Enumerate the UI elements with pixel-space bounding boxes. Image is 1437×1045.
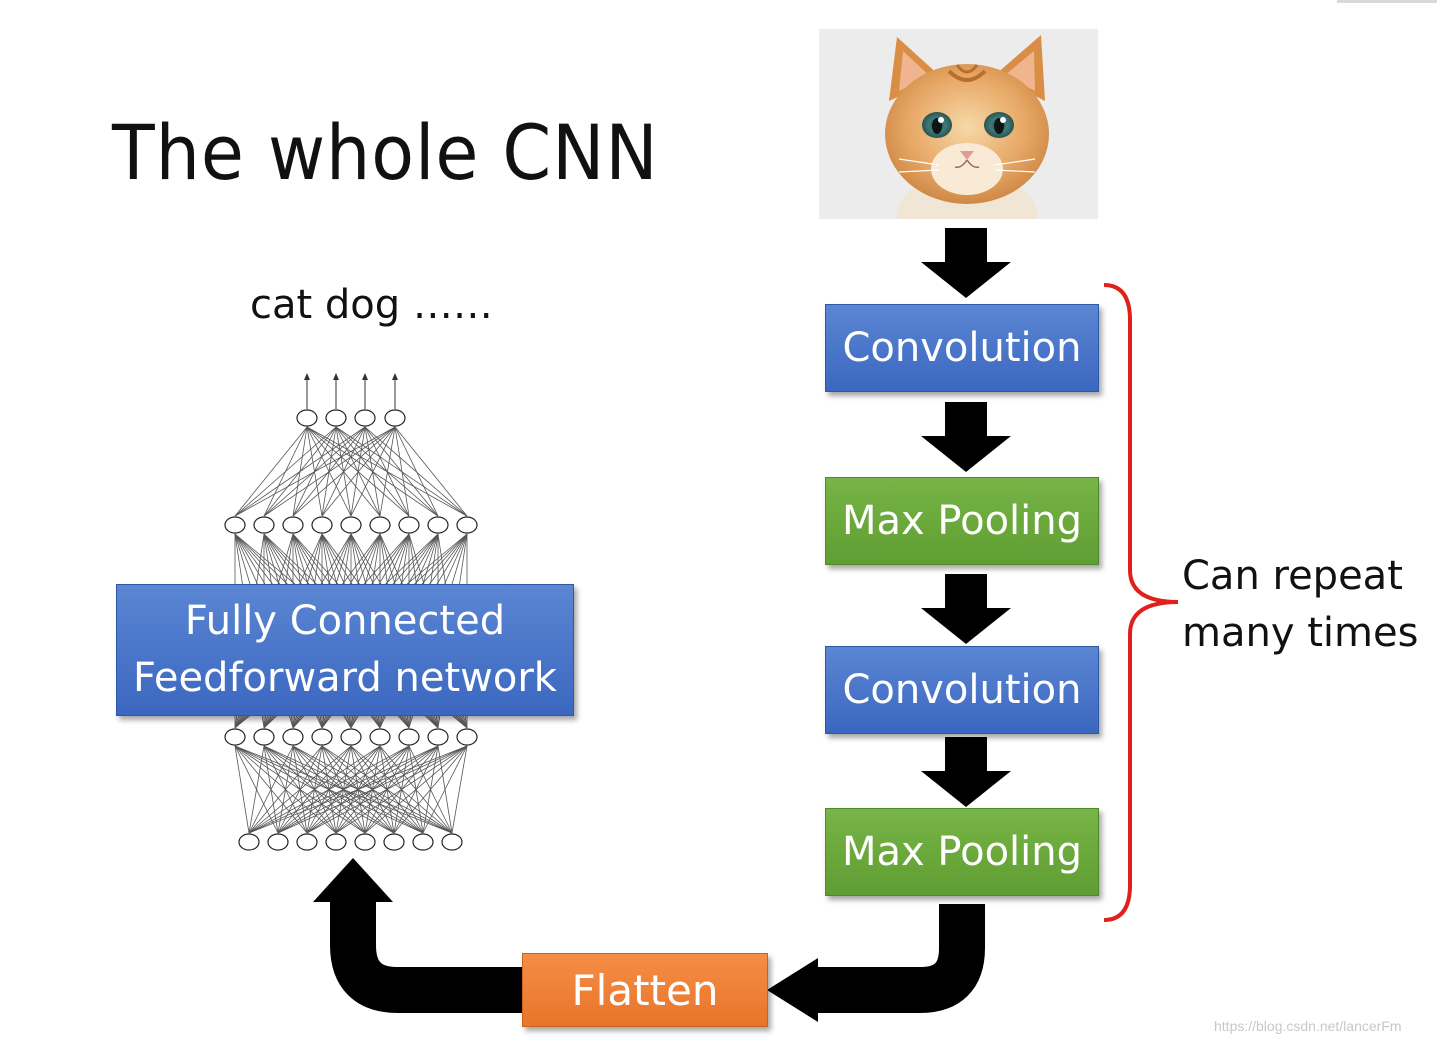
convolution-layer-2: Convolution [825, 646, 1099, 734]
nn-connection [277, 745, 468, 834]
nn-connection [263, 426, 396, 517]
down-arrow-image-to-conv [921, 228, 1011, 298]
nn-neuron [354, 409, 376, 427]
nn-connection [422, 745, 468, 834]
nn-connection [306, 745, 468, 834]
nn-connection [248, 745, 381, 834]
nn-neuron [354, 833, 376, 851]
nn-neuron [282, 516, 304, 534]
nn-neuron [325, 409, 347, 427]
nn-connection [451, 745, 468, 834]
nn-neuron [224, 728, 246, 746]
nn-neuron [267, 833, 289, 851]
max-pooling-layer-2: Max Pooling [825, 808, 1099, 896]
nn-neuron [369, 516, 391, 534]
nn-neuron [456, 516, 478, 534]
nn-connection [335, 745, 468, 834]
nn-connection [379, 426, 396, 517]
top-edge-bar [1337, 0, 1437, 3]
nn-connection [292, 426, 396, 517]
nn-neuron [224, 516, 246, 534]
down-arrow-conv-to-pool-1 [921, 402, 1011, 472]
nn-output-arrowhead [304, 373, 310, 380]
nn-neuron [238, 833, 260, 851]
nn-connection [364, 426, 468, 517]
nn-connection [393, 745, 468, 834]
nn-neuron [340, 728, 362, 746]
nn-neuron [369, 728, 391, 746]
nn-neuron [427, 516, 449, 534]
slide-title: The whole CNN [112, 108, 659, 197]
nn-connection [248, 745, 439, 834]
nn-neuron [456, 728, 478, 746]
nn-neuron [325, 833, 347, 851]
nn-connection [321, 426, 396, 517]
nn-neuron [253, 516, 275, 534]
nn-neuron [412, 833, 434, 851]
fc-label-line1: Fully Connected [184, 598, 506, 644]
nn-output-arrowhead [392, 373, 398, 380]
nn-neuron [340, 516, 362, 534]
nn-connection [248, 745, 410, 834]
fully-connected-network-box: Fully Connected Feedforward network [116, 584, 574, 716]
nn-connection [248, 745, 468, 834]
max-pooling-layer-1: Max Pooling [825, 477, 1099, 565]
nn-neuron [383, 833, 405, 851]
nn-output-arrowhead [333, 373, 339, 380]
nn-connection [364, 426, 381, 517]
nn-neuron [384, 409, 406, 427]
flatten-box: Flatten [522, 953, 768, 1027]
nn-neuron [398, 728, 420, 746]
cat-illustration [819, 29, 1098, 219]
nn-neuron [311, 728, 333, 746]
nn-connection [394, 426, 410, 517]
repeat-note-line2: many times [1182, 610, 1419, 656]
nn-connection [234, 745, 250, 834]
nn-neuron [296, 833, 318, 851]
nn-output-arrowhead [362, 373, 368, 380]
down-arrow-pool-to-conv [921, 574, 1011, 644]
arrow-flatten-to-fc [313, 858, 522, 1013]
nn-connection [394, 426, 468, 517]
nn-connection [350, 426, 396, 517]
nn-connection [364, 426, 439, 517]
nn-connection [248, 745, 294, 834]
nn-neuron [282, 728, 304, 746]
nn-neuron [296, 409, 318, 427]
nn-neuron [398, 516, 420, 534]
nn-connection [248, 745, 265, 834]
nn-connection [364, 426, 410, 517]
nn-connection [234, 426, 308, 517]
nn-connection [394, 426, 439, 517]
nn-connection [248, 745, 323, 834]
nn-connection [234, 426, 396, 517]
nn-neuron [253, 728, 275, 746]
nn-connection [248, 745, 352, 834]
down-arrow-conv-to-pool-2 [921, 737, 1011, 807]
convolution-layer-1: Convolution [825, 304, 1099, 392]
repeat-brace [1103, 283, 1179, 922]
repeat-note-line1: Can repeat [1182, 553, 1403, 599]
output-class-labels: cat dog …… [250, 282, 493, 328]
nn-neuron [427, 728, 449, 746]
pipeline-down-arrows [921, 228, 1011, 807]
nn-neuron [311, 516, 333, 534]
nn-connection [234, 426, 337, 517]
repeat-note: Can repeat many times [1182, 548, 1418, 662]
nn-connection [234, 426, 366, 517]
fc-label-line2: Feedforward network [133, 655, 557, 701]
arrow-pool-to-flatten [767, 904, 985, 1022]
watermark: https://blog.csdn.net/lancerFm [1214, 1018, 1402, 1034]
input-cat-image [819, 29, 1098, 219]
nn-connection [364, 745, 468, 834]
nn-neuron [441, 833, 463, 851]
